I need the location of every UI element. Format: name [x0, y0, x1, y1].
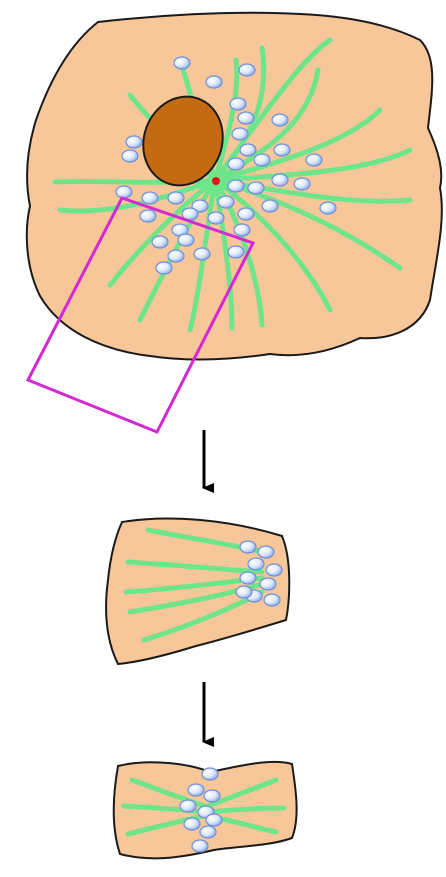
pigment-granule [192, 840, 208, 852]
pigment-granule [208, 212, 224, 224]
pigment-granule [232, 128, 248, 140]
pigment-granule [240, 572, 256, 584]
pigment-granule [262, 200, 278, 212]
pigment-granule [230, 98, 246, 110]
pigment-granule [206, 76, 222, 88]
panel-cell-fragment [106, 518, 289, 664]
pigment-granule [239, 64, 255, 76]
pigment-granule [260, 578, 276, 590]
pigment-granule [274, 144, 290, 156]
pigment-granule [204, 790, 220, 802]
pigment-granule [228, 180, 244, 192]
pigment-granule [266, 564, 282, 576]
pigment-granule [184, 818, 200, 830]
pigment-granule [140, 210, 156, 222]
pigment-granule [218, 196, 234, 208]
panel-whole-cell [27, 13, 442, 432]
pigment-granule [142, 192, 158, 204]
pigment-granule [228, 246, 244, 258]
pigment-granule [238, 208, 254, 220]
pigment-granule [116, 186, 132, 198]
pigment-granule [180, 800, 196, 812]
centrosome [212, 177, 220, 185]
pigment-granule [178, 234, 194, 246]
pigment-granule [156, 262, 172, 274]
pigment-granule [272, 174, 288, 186]
pigment-granule [264, 594, 280, 606]
panel-fragment-reorganized [114, 762, 297, 858]
pigment-granule [320, 202, 336, 214]
pigment-granule [122, 150, 138, 162]
pigment-granule [152, 236, 168, 248]
pigment-granule [254, 154, 270, 166]
pigment-granule [194, 248, 210, 260]
pigment-granule [174, 57, 190, 69]
pigment-granule [202, 768, 218, 780]
pigment-granule [306, 154, 322, 166]
pigment-granule [126, 136, 142, 148]
pigment-granule [236, 586, 252, 598]
pigment-granule [248, 182, 264, 194]
pigment-granule [258, 546, 274, 558]
pigment-granule [168, 250, 184, 262]
pigment-granule [188, 784, 204, 796]
pigment-granule [240, 144, 256, 156]
pigment-granule [168, 192, 184, 204]
pigment-granule [206, 814, 222, 826]
pigment-granule [228, 158, 244, 170]
pigment-granule [240, 541, 256, 553]
pigment-granule [272, 114, 288, 126]
pigment-granule [294, 178, 310, 190]
pigment-granule [200, 826, 216, 838]
pigment-granule [238, 112, 254, 124]
pigment-granule [234, 224, 250, 236]
pigment-granule [248, 558, 264, 570]
